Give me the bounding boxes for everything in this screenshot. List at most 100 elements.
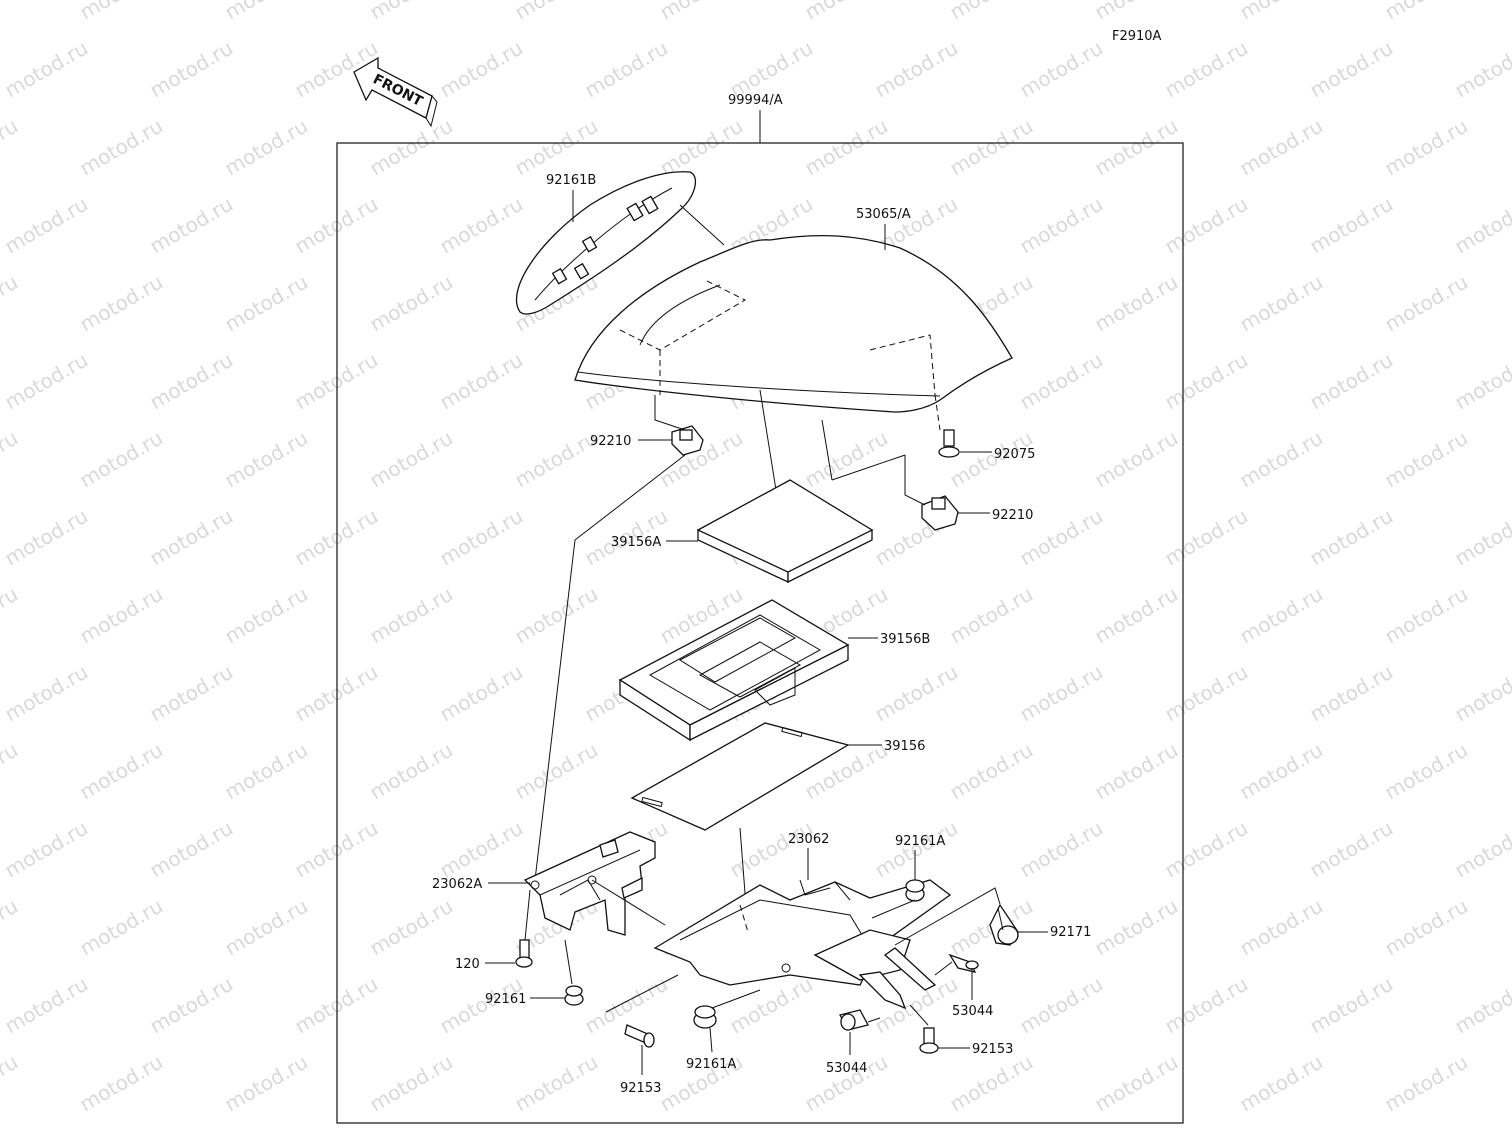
watermark-text: motod.ru [656,114,747,181]
watermark-text: motod.ru [1161,660,1252,727]
watermark-text: motod.ru [1161,972,1252,1039]
watermark-text: motod.ru [1,1128,92,1134]
label-39156b: 39156B [880,632,930,647]
watermark-text: motod.ru [146,972,237,1039]
watermark-text: motod.ru [801,426,892,493]
watermark-text: motod.ru [1,348,92,415]
label-120: 120 [455,957,480,972]
watermark-text: motod.ru [76,426,167,493]
watermark-text: motod.ru [946,0,1037,24]
watermark-text: motod.ru [1091,582,1182,649]
assembly-label: 99994/A [728,93,783,108]
watermark-text: motod.ru [511,426,602,493]
watermark-text: motod.ru [871,36,962,103]
watermark-text: motod.ru [76,582,167,649]
watermark-text: motod.ru [1306,192,1397,259]
watermark-text: motod.ru [1451,504,1512,571]
screw-92075 [939,430,959,457]
watermark-text: motod.ru [291,348,382,415]
label-92075: 92075 [994,447,1035,462]
label-92161b: 92161B [546,173,596,188]
watermark-text: motod.ru [1016,36,1107,103]
screw-92153-right [920,1028,938,1053]
watermark-text: motod.ru [1,972,92,1039]
watermark-text: motod.ru [1161,36,1252,103]
watermark-text: motod.ru [1016,348,1107,415]
watermark-text: motod.ru [76,894,167,961]
watermark-text: motod.ru [581,1128,672,1134]
watermark-text: motod.ru [221,1050,312,1117]
watermark-text: motod.ru [436,660,527,727]
watermark-text: motod.ru [366,1050,457,1117]
watermark-text: motod.ru [221,426,312,493]
watermark-text: motod.ru [146,816,237,883]
watermark-text: motod.ru [221,114,312,181]
watermark-text: motod.ru [1236,270,1327,337]
watermark-text: motod.ru [76,0,167,24]
label-53065a: 53065/A [856,207,911,222]
watermark-text: motod.ru [1016,192,1107,259]
watermark-text: motod.ru [1381,738,1472,805]
watermark-text: motod.ru [511,114,602,181]
watermark-text: motod.ru [366,0,457,24]
watermark-text: motod.ru [1306,348,1397,415]
label-92161a-bottom: 92161A [686,1057,736,1072]
watermark-text: motod.ru [946,582,1037,649]
watermark-text: motod.ru [1236,738,1327,805]
watermark-text: motod.ru [0,738,22,805]
watermark-text: motod.ru [1,504,92,571]
watermark-text: motod.ru [1016,816,1107,883]
watermark-text: motod.ru [1236,114,1327,181]
watermark-text: motod.ru [146,660,237,727]
watermark-text: motod.ru [1236,894,1327,961]
watermark-text: motod.ru [1306,36,1397,103]
watermark-text: motod.ru [146,504,237,571]
watermark-text: motod.ru [146,348,237,415]
watermark-text: motod.ru [1451,816,1512,883]
watermark-text: motod.ru [1306,660,1397,727]
watermark-text: motod.ru [1091,738,1182,805]
watermark-text: motod.ru [1091,894,1182,961]
label-53044-right: 53044 [952,1004,993,1019]
watermark-text: motod.ru [1381,894,1472,961]
watermark-text: motod.ru [1381,270,1472,337]
watermark-text: motod.ru [1236,582,1327,649]
watermark-text: motod.ru [76,270,167,337]
label-23062: 23062 [788,832,829,847]
watermark-text: motod.ru [146,192,237,259]
watermark-text: motod.ru [1091,0,1182,24]
watermark-text: motod.ru [1236,0,1327,24]
watermark-text: motod.ru [1,660,92,727]
watermark-text: motod.ru [291,1128,382,1134]
watermark-text: motod.ru [436,192,527,259]
watermark-text: motod.ru [1381,582,1472,649]
protector-53044-right [950,955,978,972]
watermark-text: motod.ru [1306,816,1397,883]
watermark-text: motod.ru [366,738,457,805]
watermark-text: motod.ru [1451,36,1512,103]
screw-92153-left [625,1025,654,1047]
watermark-text: motod.ru [1161,816,1252,883]
label-23062a: 23062A [432,877,482,892]
label-39156: 39156 [884,739,925,754]
watermark-text: motod.ru [1381,426,1472,493]
watermark-text: motod.ru [1236,1050,1327,1117]
watermark-text: motod.ru [1451,348,1512,415]
watermark-text: motod.ru [0,270,22,337]
label-39156a: 39156A [611,535,661,550]
watermark-text: motod.ru [1,192,92,259]
watermark-text: motod.ru [366,426,457,493]
watermark-text: motod.ru [0,582,22,649]
watermark-text: motod.ru [0,426,22,493]
label-92161a-top: 92161A [895,834,945,849]
watermark-text: motod.ru [1236,426,1327,493]
watermark-text: motod.ru [1451,192,1512,259]
watermark-text: motod.ru [146,1128,237,1134]
watermark-text: motod.ru [221,270,312,337]
watermark-text: motod.ru [1091,1050,1182,1117]
watermark-text: motod.ru [291,816,382,883]
pad-39156a [698,480,872,582]
watermark-text: motod.ru [1161,192,1252,259]
watermark-text: motod.ru [291,972,382,1039]
